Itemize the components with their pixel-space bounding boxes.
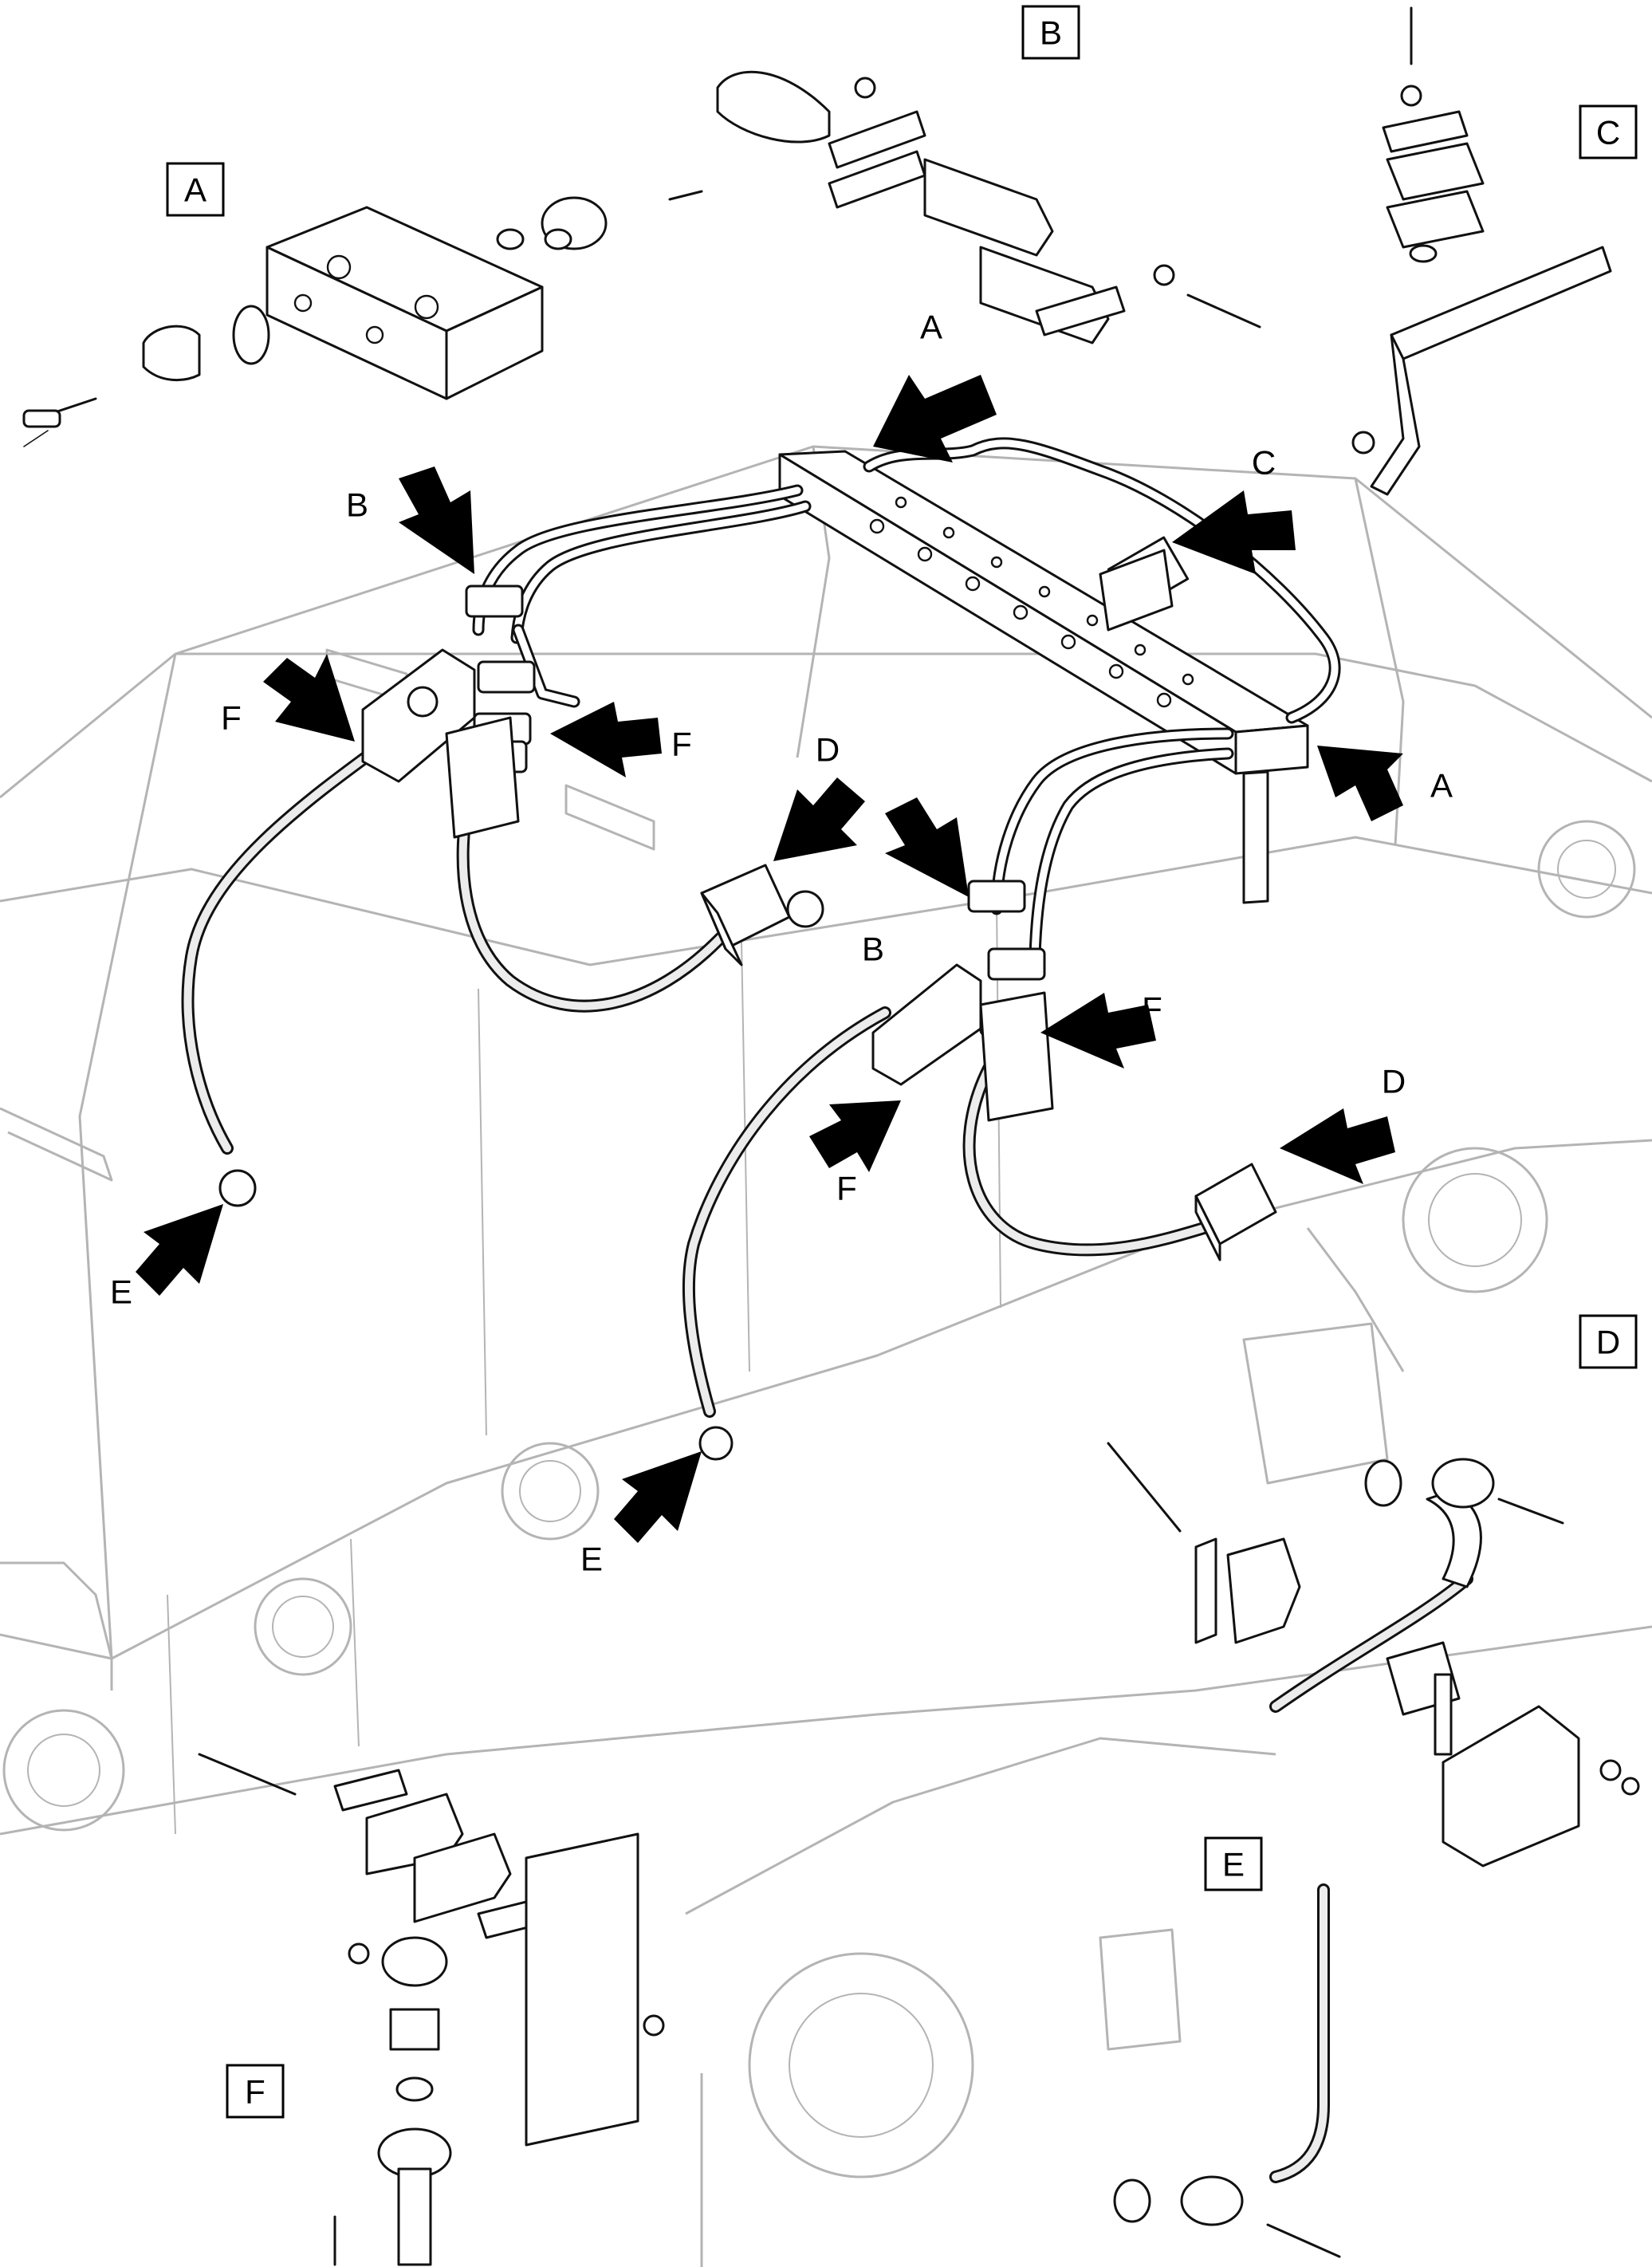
detail-e-parts bbox=[1113, 1883, 1341, 2258]
arrow-f-center-right bbox=[1040, 993, 1156, 1069]
manifold-ports bbox=[869, 496, 1194, 708]
detail-box-a: A bbox=[166, 162, 225, 217]
flexible-hoses bbox=[181, 703, 1210, 1418]
svg-text:D: D bbox=[1596, 1324, 1620, 1361]
detail-d-parts bbox=[1107, 1442, 1640, 1868]
callout-b-center: B bbox=[862, 931, 884, 968]
arrow-b-left bbox=[399, 466, 474, 574]
detail-f-parts bbox=[198, 1753, 665, 2266]
detail-box-b: B bbox=[1021, 5, 1080, 60]
arrow-e-center bbox=[614, 1451, 702, 1543]
callout-d-right: D bbox=[1382, 1063, 1406, 1100]
clamp-stack-left bbox=[361, 584, 536, 839]
arrow-b-center bbox=[885, 797, 969, 897]
arrow-c bbox=[1172, 490, 1296, 574]
arrow-d-center bbox=[773, 777, 865, 861]
bracket-left-d bbox=[700, 864, 824, 966]
callout-a-right: A bbox=[1430, 767, 1453, 805]
arrow-d-right bbox=[1280, 1108, 1395, 1184]
bracket-c bbox=[1099, 549, 1174, 632]
callout-a-top: A bbox=[920, 309, 942, 346]
detail-box-labels: A B C D E F bbox=[166, 5, 1638, 2119]
callout-c: C bbox=[1252, 444, 1276, 482]
callout-e-center: E bbox=[580, 1541, 603, 1578]
arrow-a-top bbox=[873, 375, 997, 462]
arrow-f-left-outer bbox=[263, 654, 355, 742]
pointer-arrows bbox=[136, 375, 1403, 1543]
callout-f-left-outer: F bbox=[221, 699, 242, 737]
svg-text:B: B bbox=[1040, 14, 1062, 52]
callout-f-center-right: F bbox=[1142, 990, 1162, 1028]
bracket-right-d bbox=[1194, 1163, 1277, 1261]
detail-box-f: F bbox=[226, 2064, 285, 2119]
detail-box-d: D bbox=[1579, 1314, 1638, 1369]
callout-d-center: D bbox=[816, 731, 840, 769]
callout-f-center-left: F bbox=[836, 1170, 857, 1207]
arrow-e-left bbox=[136, 1204, 223, 1296]
callout-labels: A A B B C D D E E F F F F bbox=[110, 309, 1453, 1578]
detail-b-parts bbox=[716, 70, 1261, 344]
arrow-a-right bbox=[1317, 746, 1403, 821]
svg-text:E: E bbox=[1222, 1846, 1245, 1883]
callout-e-left: E bbox=[110, 1273, 132, 1311]
callout-f-left-inner: F bbox=[671, 726, 692, 763]
detail-a-parts bbox=[22, 190, 703, 447]
arrow-f-center-left bbox=[809, 1100, 901, 1172]
machine-frame-outline bbox=[0, 445, 1652, 2267]
manifold-block-main bbox=[778, 450, 1309, 904]
svg-text:C: C bbox=[1596, 114, 1620, 152]
detail-box-e: E bbox=[1204, 1836, 1263, 1891]
detail-box-c: C bbox=[1579, 104, 1638, 159]
svg-text:A: A bbox=[184, 171, 206, 209]
arrow-f-left-inner bbox=[550, 702, 662, 777]
hose-end-fittings bbox=[218, 1169, 734, 1461]
callout-b-left: B bbox=[346, 486, 368, 524]
detail-c-parts bbox=[1351, 6, 1612, 496]
clamp-stack-center bbox=[871, 880, 1054, 1122]
svg-text:F: F bbox=[245, 2073, 266, 2111]
